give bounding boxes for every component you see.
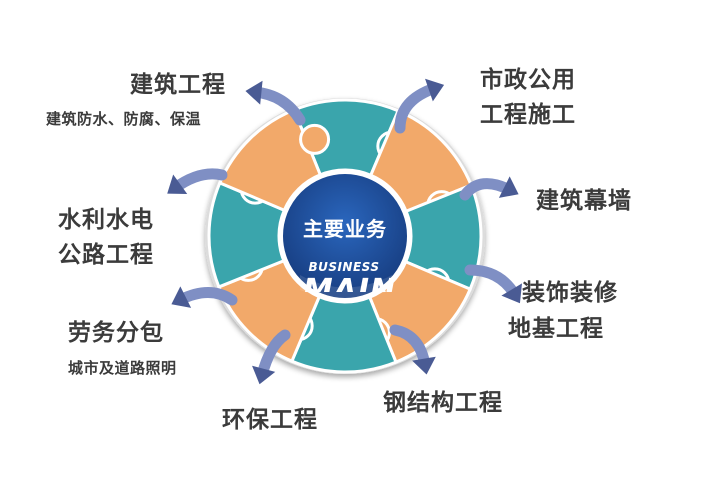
center-disc — [279, 170, 411, 302]
center-gloss — [300, 275, 392, 298]
arrow-head-icon — [167, 174, 188, 194]
label-steel-title: 钢结构工程 — [383, 390, 503, 416]
label-building-subtitle: 建筑防水、防腐、保温 — [46, 110, 202, 128]
arrow-head-icon — [412, 356, 436, 375]
label-labor-subtitle: 城市及道路照明 — [68, 359, 177, 377]
label-municipal-line1: 市政公用 — [480, 67, 576, 93]
label-decoration-line1: 装饰装修 — [522, 280, 618, 306]
label-curtain-title: 建筑幕墙 — [536, 188, 632, 214]
label-labor-title: 劳务分包 — [68, 320, 164, 346]
label-building-title: 建筑工程 — [130, 72, 226, 98]
curved-arrow-icon — [174, 287, 238, 306]
label-environment-title: 环保工程 — [222, 407, 318, 433]
label-water-line1: 水利水电 — [58, 207, 154, 233]
arrow-head-icon — [498, 176, 519, 198]
arrow-head-icon — [245, 80, 263, 105]
arrow-head-icon — [171, 286, 192, 308]
label-decoration-line2: 地基工程 — [508, 316, 604, 342]
puzzle-knob — [299, 123, 331, 155]
arrow-head-icon — [425, 78, 445, 102]
puzzle-ring — [207, 98, 483, 374]
arrow-head-icon — [501, 283, 522, 304]
label-municipal-line2: 工程施工 — [480, 102, 576, 128]
center-big-word: MAIN — [302, 273, 397, 292]
center-subtitle: BUSINESS — [308, 260, 380, 274]
label-water-line2: 公路工程 — [58, 242, 154, 268]
arrows-group — [167, 78, 522, 385]
center-title: 主要业务 — [303, 217, 387, 241]
arrow-head-icon — [252, 365, 276, 385]
